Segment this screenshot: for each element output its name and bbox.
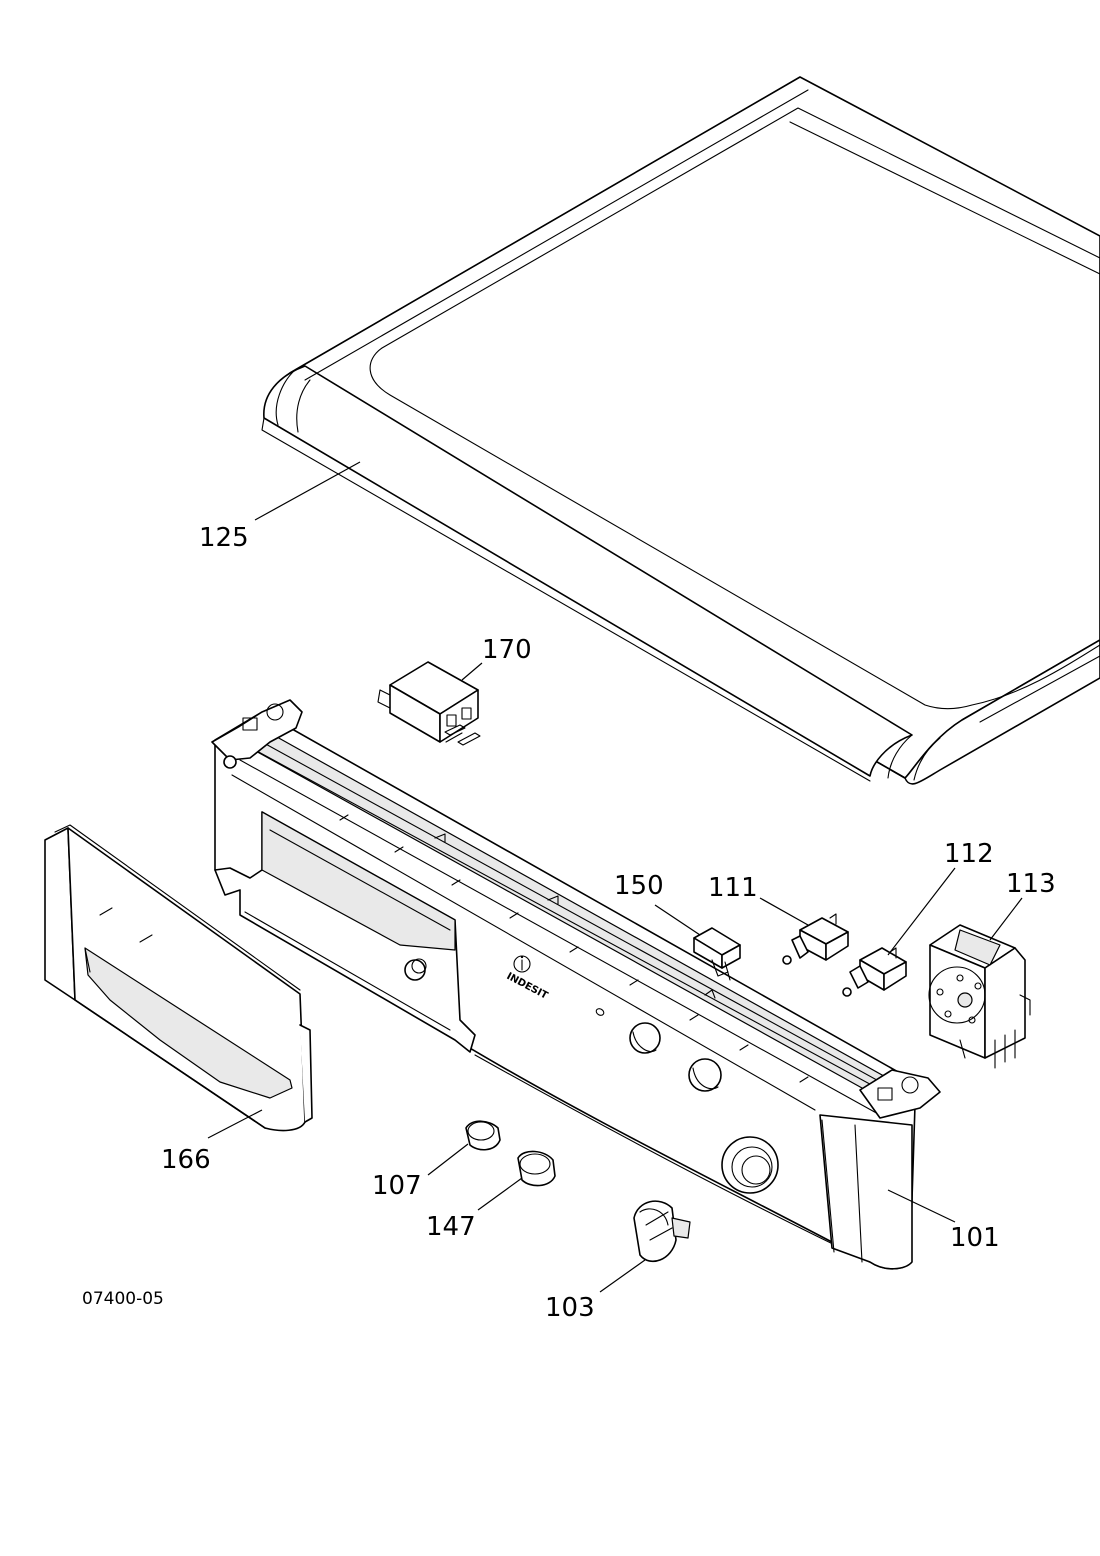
callout-112: 112	[944, 839, 994, 869]
callout-labels: 125 170 166 150 111 112 113 107 147 103 …	[82, 523, 1056, 1323]
top-cover	[261, 76, 1100, 785]
control-panel: INDESIT	[211, 699, 941, 1270]
detergent-drawer	[44, 824, 313, 1132]
callout-103: 103	[545, 1293, 595, 1323]
callout-111: 111	[708, 873, 758, 903]
drawing-code: 07400-05	[82, 1289, 164, 1309]
knob	[633, 1200, 691, 1263]
callout-107: 107	[372, 1171, 422, 1201]
switch-150	[693, 927, 741, 981]
timer	[928, 924, 1031, 1069]
button-147	[517, 1150, 556, 1187]
switch-111	[782, 913, 849, 965]
callout-150: 150	[614, 871, 664, 901]
button-107	[465, 1120, 501, 1151]
leader-lines	[207, 461, 1023, 1293]
callout-147: 147	[426, 1212, 476, 1242]
callout-113: 113	[1006, 869, 1056, 899]
switch-112	[842, 947, 907, 997]
callout-166: 166	[161, 1145, 211, 1175]
interference-filter	[377, 661, 481, 746]
callout-101: 101	[950, 1223, 1000, 1253]
callout-125: 125	[199, 523, 249, 553]
callout-170: 170	[482, 635, 532, 665]
